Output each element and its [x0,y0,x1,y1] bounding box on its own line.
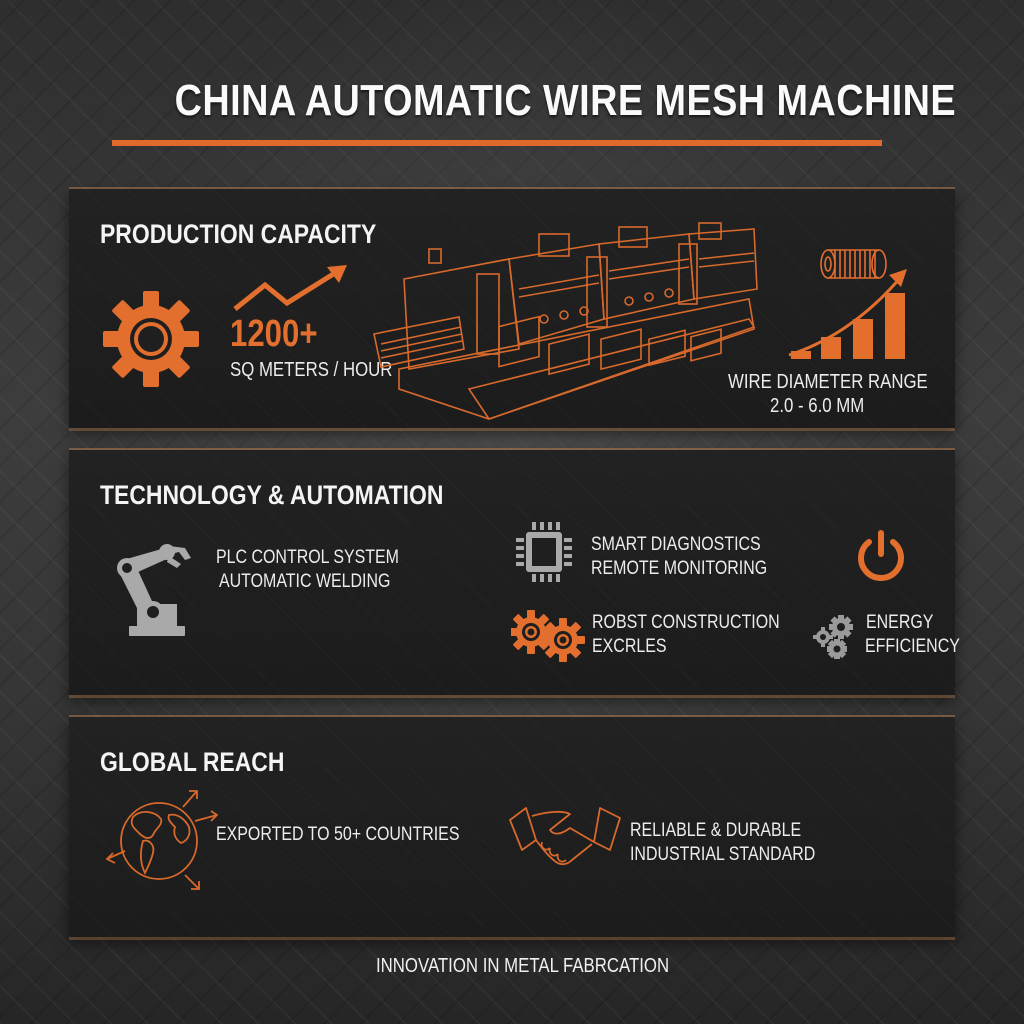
power-icon[interactable] [855,530,907,582]
global-reach-panel: GLOBAL REACH EXPORTED TO 50+ COUNTRIES R… [69,717,955,937]
footer-tagline: INNOVATION IN METAL FABRCATION [376,955,670,977]
section-heading: PRODUCTION CAPACITY [100,219,377,249]
tech-item-5-line2: EFFICIENCY [865,636,960,657]
trend-arrow-icon [233,265,347,311]
global-item-2-line2: INDUSTRIAL STANDARD [630,844,816,865]
capacity-value: 1200+ [230,313,318,355]
tech-item-3-line2: EXCRLES [592,636,667,657]
gears-icon [511,610,585,662]
production-capacity-panel: PRODUCTION CAPACITY 1200+ SQ METERS / HO… [69,189,955,428]
tech-item-3-line1: ROBST CONSTRUCTION [592,612,780,633]
wire-coil-icon [820,249,887,279]
robot-arm-icon [117,544,191,636]
global-item-1: EXPORTED TO 50+ COUNTRIES [216,824,460,845]
technology-automation-panel: TECHNOLOGY & AUTOMATION PLC CONTROL SYST… [69,450,960,695]
capacity-unit: SQ METERS / HOUR [230,359,393,381]
gear-icon [103,291,199,387]
page-title: CHINA AUTOMATIC WIRE MESH MACHINE [174,76,957,125]
chip-icon [516,522,572,582]
small-gears-icon [813,615,853,659]
section-heading: TECHNOLOGY & AUTOMATION [100,480,444,510]
handshake-icon [509,807,621,866]
machine-illustration [373,222,758,420]
global-item-2-line1: RELIABLE & DURABLE [630,820,802,841]
tech-item-2-line1: SMART DIAGNOSTICS [591,534,761,555]
title-underline [112,140,882,146]
section-heading: GLOBAL REACH [100,747,285,777]
wire-diameter-value: 2.0 - 6.0 MM [770,395,865,417]
globe-arrows-icon [105,790,219,890]
bar-growth-icon [788,269,907,359]
tech-item-1-line1: PLC CONTROL SYSTEM [216,547,399,568]
wire-diameter-label: WIRE DIAMETER RANGE [728,371,928,393]
tech-item-2-line2: REMOTE MONITORING [591,558,768,579]
tech-item-5-line1: ENERGY [866,612,934,633]
tech-item-1-line2: AUTOMATIC WELDING [219,571,391,592]
